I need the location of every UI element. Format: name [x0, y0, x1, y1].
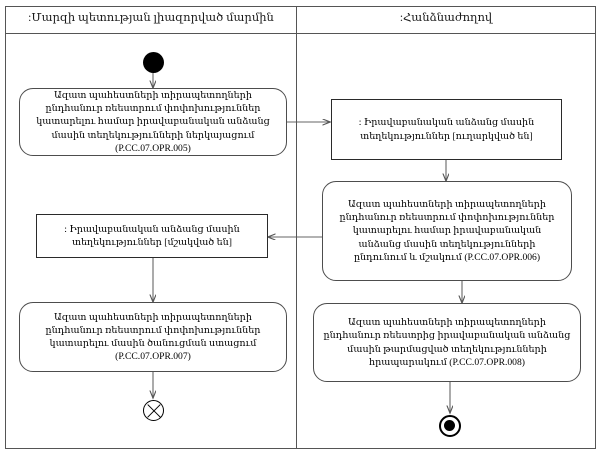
initial-node[interactable]	[143, 52, 164, 73]
activity-final-node[interactable]	[439, 415, 461, 437]
action-node-opr007-label: Ազատ պահեստների տիրապետողների ընդհանուր …	[45, 311, 261, 363]
action-node-opr008-label: Ազատ պահեստների տիրապետողների ընդհանուր …	[323, 317, 571, 368]
object-node-information-processed[interactable]: : Իրավաբանական անձանց մասին տեղեկություն…	[36, 214, 268, 258]
swimlane-frame	[5, 6, 596, 449]
flow-final-node[interactable]	[143, 400, 164, 421]
object-node-information-sent[interactable]: : Իրավաբանական անձանց մասին տեղեկություն…	[331, 99, 562, 160]
action-node-opr005-label: Ազատ պահեստների տիրապետողների ընդհանուր …	[36, 90, 270, 154]
action-node-opr008[interactable]: Ազատ պահեստների տիրապետողների ընդհանուր …	[313, 303, 581, 382]
swimlane-header-right: :Հանձնաժողով	[399, 12, 493, 24]
object-node-information-sent-label: : Իրավաբանական անձանց մասին տեղեկություն…	[358, 117, 535, 142]
action-node-opr006[interactable]: Ազատ պահեստների տիրապետողների ընդհանուր …	[322, 181, 572, 281]
action-node-opr006-label: Ազատ պահեստների տիրապետողների ընդհանուր …	[339, 198, 555, 263]
swimlane-header-left: :Մարզի պետության լիազորված մարմին	[28, 12, 274, 24]
action-node-opr007[interactable]: Ազատ պահեստների տիրապետողների ընդհանուր …	[19, 302, 287, 372]
action-node-opr005[interactable]: Ազատ պահեստների տիրապետողների ընդհանուր …	[19, 88, 287, 156]
swimlane-header-divider	[5, 33, 596, 34]
swimlane-vertical-divider	[296, 6, 297, 449]
object-node-information-processed-label: : Իրավաբանական անձանց մասին տեղեկություն…	[64, 223, 240, 248]
